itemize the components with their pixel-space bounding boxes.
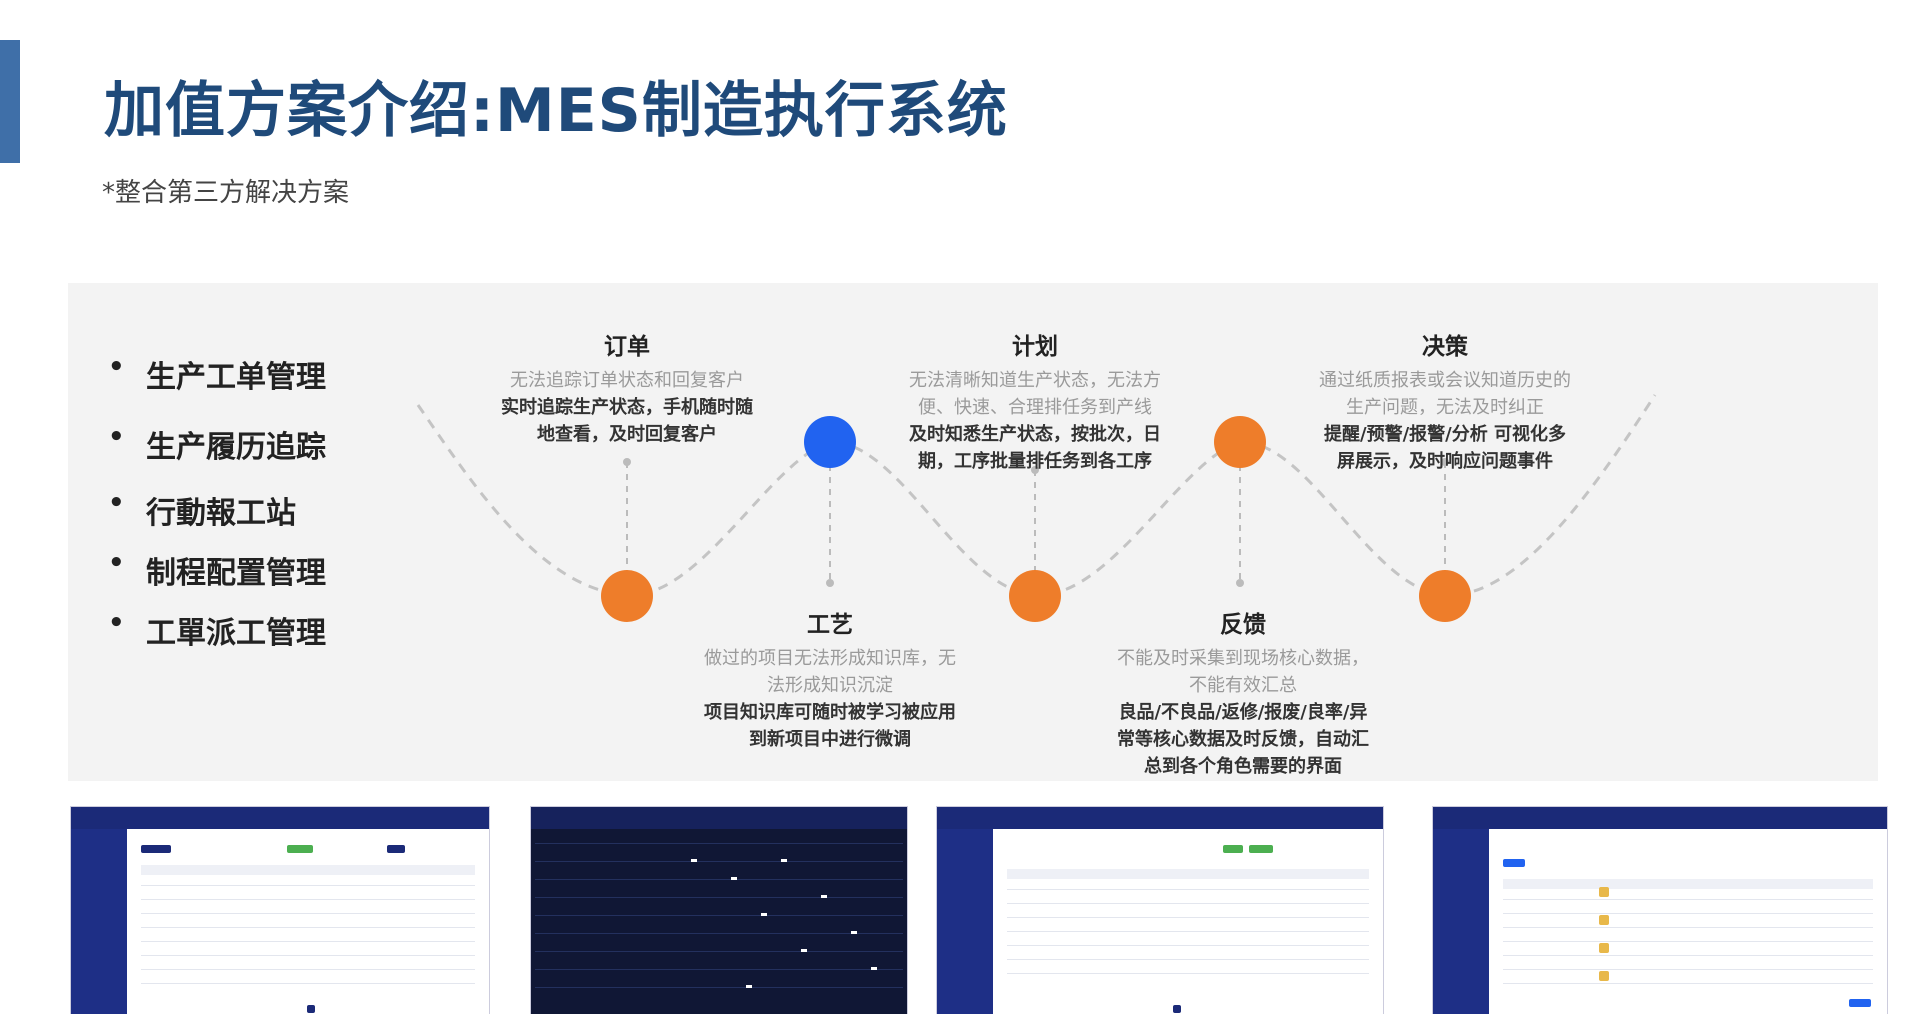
thumb-button — [1503, 859, 1525, 867]
thumb-pager — [307, 1005, 315, 1013]
thumb-row — [141, 969, 475, 970]
thumb-row — [1503, 879, 1873, 889]
page-title: 加值方案介绍:MES制造执行系统 — [104, 76, 1008, 146]
stage-node — [1419, 570, 1471, 622]
thumb-button — [1223, 845, 1243, 853]
stage-node — [1214, 416, 1266, 468]
process-panel — [68, 283, 1878, 781]
feature-item: 工單派工管理 — [108, 608, 326, 652]
stage-node — [601, 570, 653, 622]
screenshot-thumbnail-work-orders — [70, 806, 490, 1014]
thumb-mark — [871, 967, 877, 970]
thumb-mark — [821, 895, 827, 898]
screenshot-thumbnail-plans — [936, 806, 1384, 1014]
thumb-row — [1007, 903, 1369, 904]
thumb-sidebar — [937, 829, 993, 1014]
thumb-row — [141, 865, 475, 875]
thumb-row — [535, 951, 903, 952]
thumb-row — [535, 969, 903, 970]
thumb-sidebar — [1433, 829, 1489, 1014]
thumb-row — [1503, 899, 1873, 900]
thumb-button — [287, 845, 313, 853]
thumb-icon — [1599, 971, 1609, 981]
thumb-mark — [746, 985, 752, 988]
stage-feedback: 反馈 不能及时采集到现场核心数据， 不能有效汇总 良品/不良品/返修/报废/良率… — [1117, 612, 1369, 777]
thumb-row — [1503, 927, 1873, 928]
thumb-header — [937, 807, 1383, 829]
thumb-icon — [1599, 915, 1609, 925]
thumb-icon — [1599, 943, 1609, 953]
thumb-button — [1249, 845, 1273, 853]
thumb-row — [1503, 983, 1873, 984]
thumb-mark — [731, 877, 737, 880]
thumb-header — [71, 807, 489, 829]
thumb-row — [535, 915, 903, 916]
stage-node — [804, 416, 856, 468]
thumb-mark — [851, 931, 857, 934]
thumb-row — [1503, 969, 1873, 970]
thumb-button — [387, 845, 405, 853]
thumb-content — [1489, 829, 1887, 1014]
thumb-icon — [1599, 887, 1609, 897]
thumb-row — [1503, 955, 1873, 956]
thumb-row — [535, 861, 903, 862]
thumb-content — [993, 829, 1383, 1014]
connector-dot — [1236, 579, 1244, 587]
thumb-row — [1503, 913, 1873, 914]
connector-dot — [623, 458, 631, 466]
stage-order: 订单 无法追踪订单状态和回复客户 实时追踪生产状态，手机随时随 地查看，及时回复… — [501, 334, 753, 445]
thumb-mark — [691, 859, 697, 862]
thumb-row — [141, 941, 475, 942]
thumb-mark — [801, 949, 807, 952]
screenshot-thumbnail-gantt — [530, 806, 908, 1014]
thumb-row — [141, 927, 475, 928]
thumb-button — [1849, 999, 1871, 1007]
thumb-button — [141, 845, 171, 853]
thumb-row — [535, 933, 903, 934]
accent-bar — [0, 40, 20, 163]
feature-item: 行動報工站 — [108, 488, 296, 532]
connector-dot — [1441, 458, 1449, 466]
thumb-row — [1007, 945, 1369, 946]
feature-item: 制程配置管理 — [108, 548, 326, 592]
screenshot-thumbnail-dispatch — [1432, 806, 1888, 1014]
thumb-pager — [1173, 1005, 1181, 1013]
stage-node — [1009, 570, 1061, 622]
thumb-row — [535, 879, 903, 880]
thumb-row — [1007, 973, 1369, 974]
thumb-sidebar — [71, 829, 127, 1014]
thumb-row — [141, 913, 475, 914]
thumb-row — [141, 983, 475, 984]
connector-dot — [1031, 466, 1039, 474]
stage-plan: 计划 无法清晰知道生产状态，无法方 便、快速、合理排任务到产线 及时知悉生产状态… — [909, 334, 1161, 472]
thumb-row — [1007, 959, 1369, 960]
page-subtitle: *整合第三方解决方案 — [102, 178, 350, 208]
thumb-content — [127, 829, 489, 1014]
thumb-header — [531, 807, 907, 829]
connector-dot — [826, 579, 834, 587]
thumb-row — [535, 843, 903, 844]
thumb-row — [141, 885, 475, 886]
feature-item: 生产工单管理 — [108, 352, 326, 396]
thumb-row — [141, 899, 475, 900]
feature-item: 生产履历追踪 — [108, 422, 326, 466]
thumb-mark — [761, 913, 767, 916]
thumb-row — [1007, 869, 1369, 879]
thumb-row — [1503, 941, 1873, 942]
thumb-row — [1007, 931, 1369, 932]
thumb-row — [535, 897, 903, 898]
thumb-row — [1007, 889, 1369, 890]
thumb-row — [141, 955, 475, 956]
stage-decision: 决策 通过纸质报表或会议知道历史的 生产问题，无法及时纠正 提醒/预警/报警/分… — [1319, 334, 1571, 472]
thumb-row — [535, 987, 903, 988]
thumb-mark — [781, 859, 787, 862]
stage-craft: 工艺 做过的项目无法形成知识库，无 法形成知识沉淀 项目知识库可随时被学习被应用… — [704, 612, 956, 750]
thumb-header — [1433, 807, 1887, 829]
thumb-row — [1007, 917, 1369, 918]
